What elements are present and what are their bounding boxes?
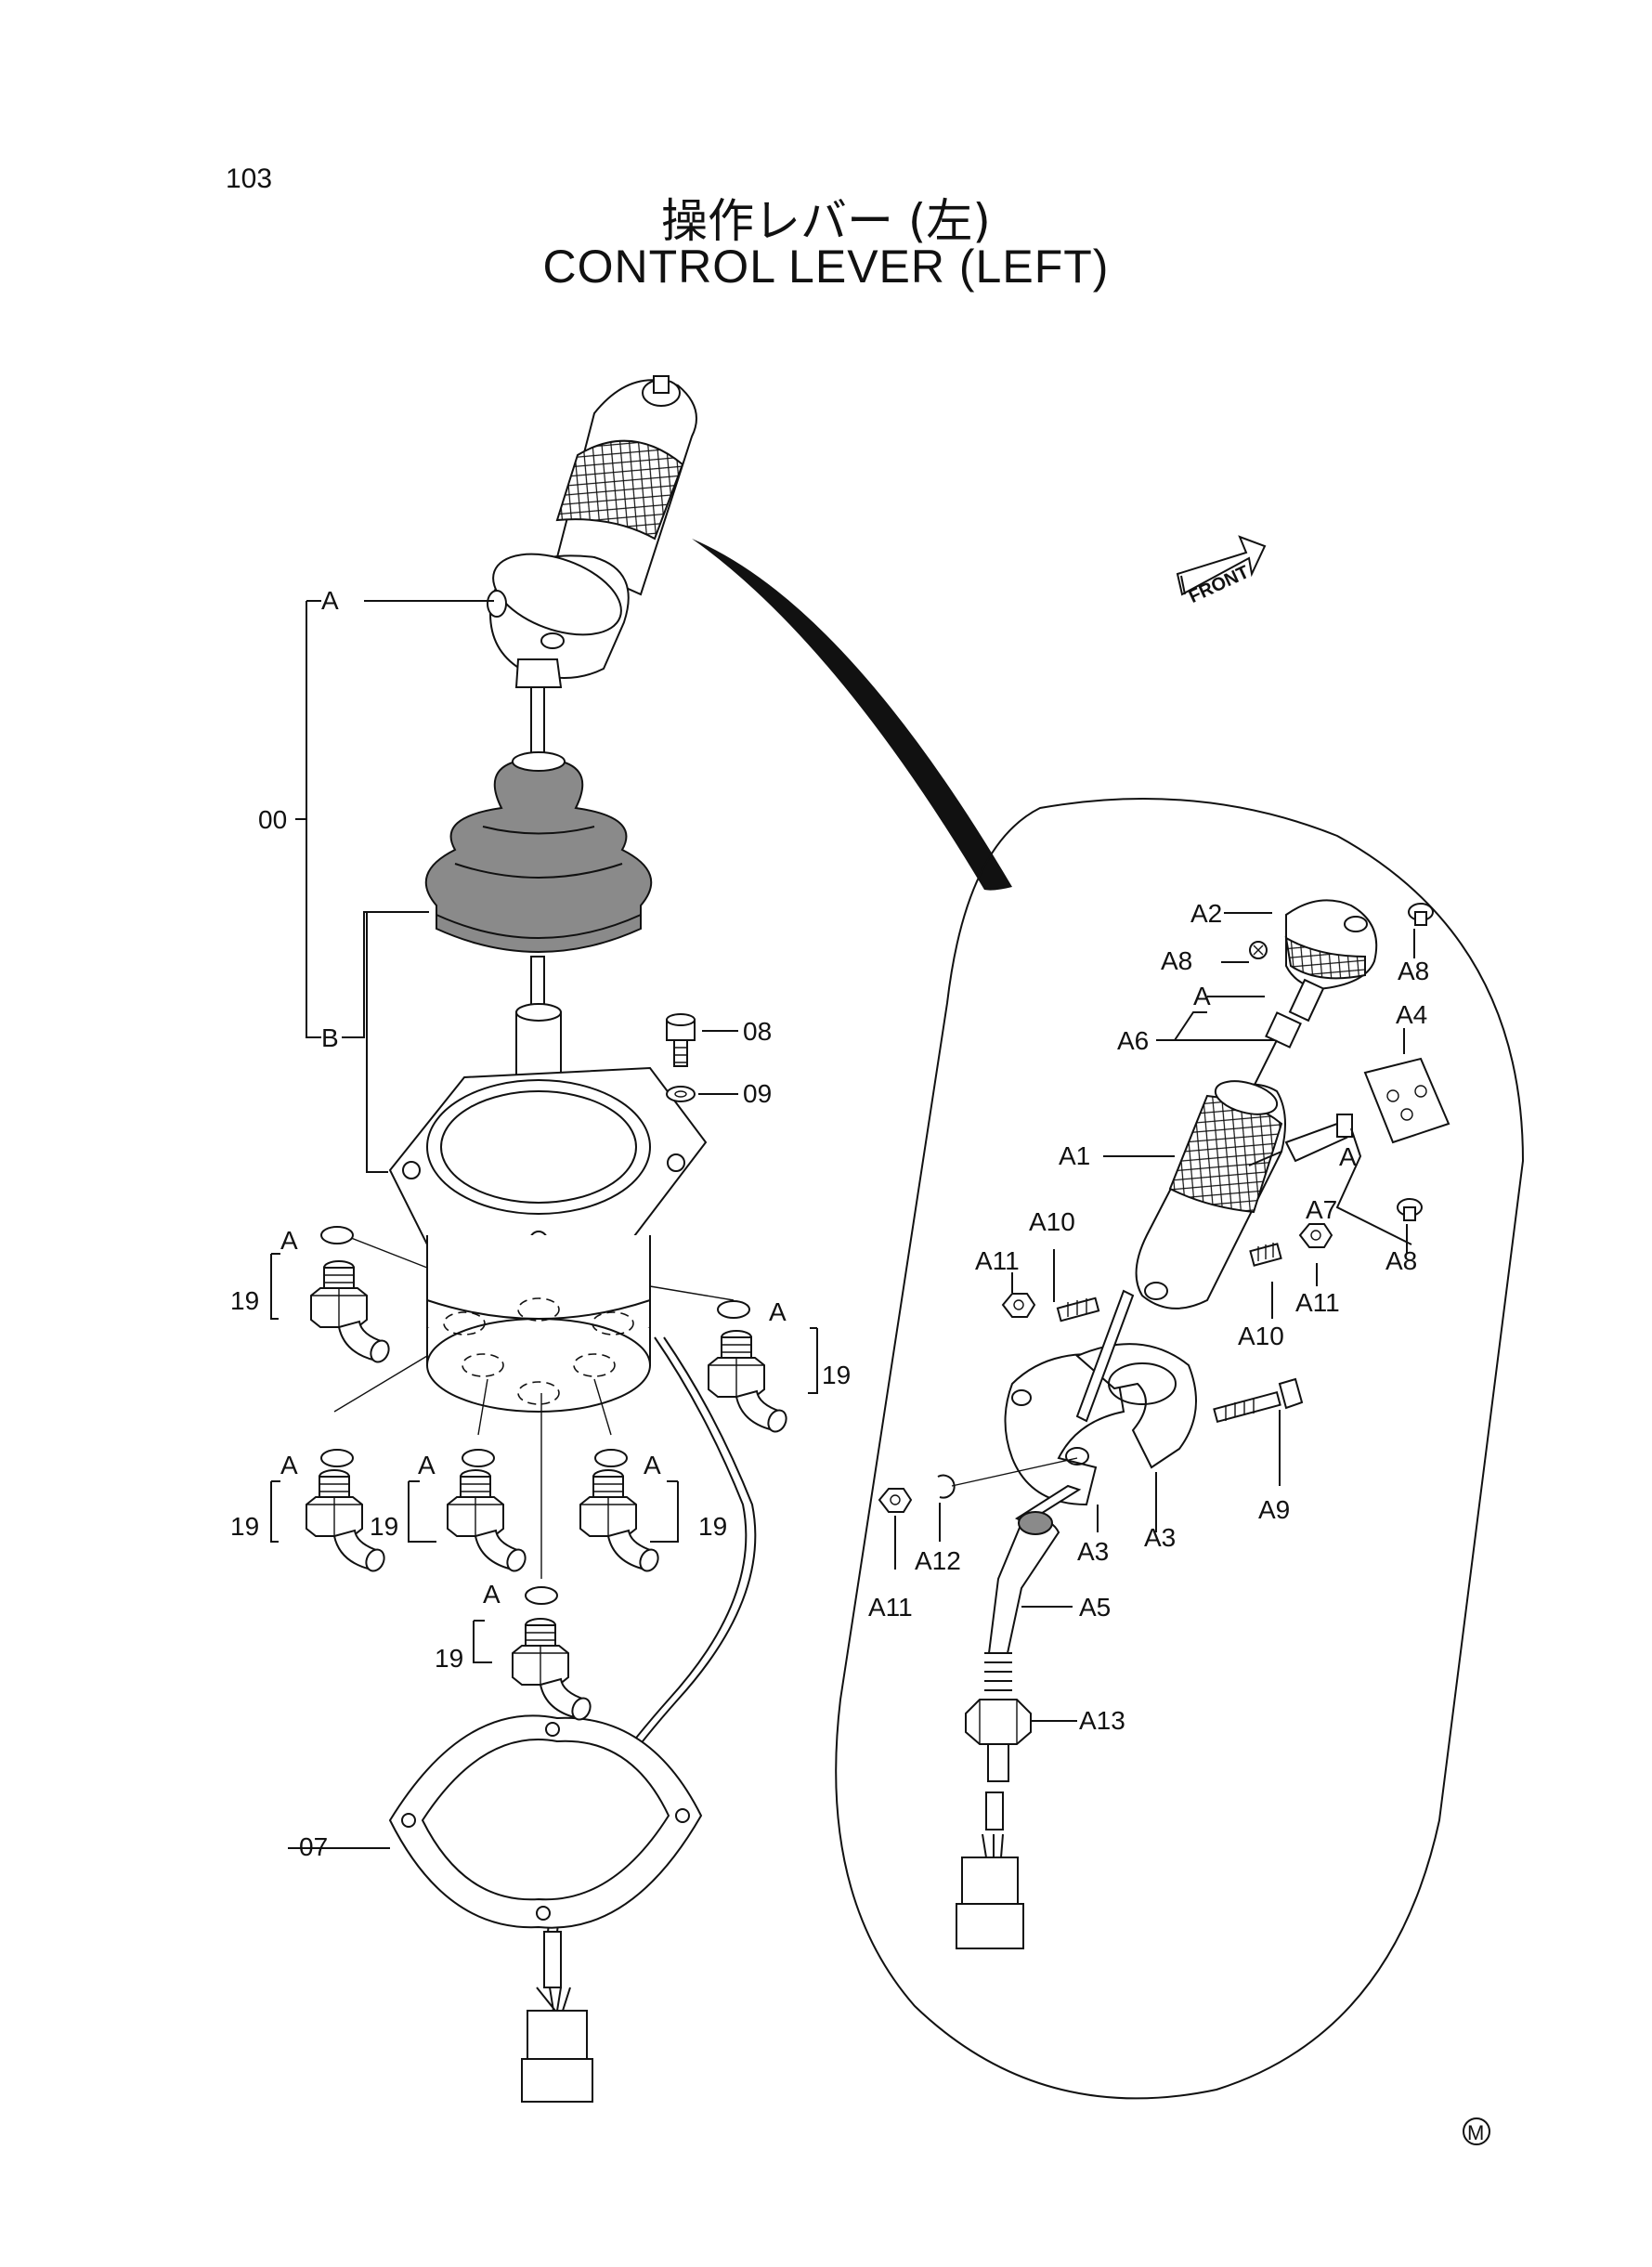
callout-a11-1: A11 [975, 1246, 1020, 1275]
snap-ring-a12 [937, 1474, 956, 1499]
callout-a11-2: A11 [1295, 1288, 1340, 1317]
o-ring-a-5 [594, 1449, 628, 1467]
title-english: CONTROL LEVER (LEFT) [542, 241, 1110, 293]
switch-a6 [1248, 978, 1325, 1097]
callout-a-fitting-6: A [483, 1580, 501, 1609]
callout-19-5: 19 [698, 1512, 727, 1541]
rubber-boot [424, 751, 653, 1013]
bolt-a9 [1213, 1377, 1304, 1424]
o-ring-a-1 [320, 1226, 354, 1244]
callout-07: 07 [299, 1832, 328, 1861]
nut-a11-2 [1298, 1223, 1333, 1248]
callout-a9: A9 [1258, 1495, 1290, 1524]
insert-plate-a4 [1363, 1057, 1450, 1144]
front-arrow [1176, 535, 1267, 596]
callout-a-fitting-3: A [280, 1451, 298, 1479]
detail-pill-outline [835, 798, 1525, 2100]
callout-a-fitting-5: A [644, 1451, 661, 1479]
page-number: 103 [226, 163, 273, 194]
screw-a8-3 [1397, 1198, 1423, 1221]
callout-00: 00 [258, 805, 287, 834]
set-screw-a10-1 [1056, 1296, 1100, 1322]
callout-a2: A2 [1190, 899, 1222, 928]
callout-19-4: 19 [370, 1512, 398, 1541]
nut-a11-3 [878, 1488, 913, 1513]
callout-19-3: 19 [230, 1512, 259, 1541]
title-japanese: 操作レバー (左) [661, 194, 991, 248]
lever-base-body [388, 1003, 708, 1413]
callout-b: B [321, 1023, 339, 1052]
callout-a3-2: A3 [1144, 1523, 1176, 1552]
callout-a10-2: A10 [1238, 1322, 1284, 1350]
hex-socket-bolt-08 [666, 1013, 696, 1067]
callout-a8-1: A8 [1161, 946, 1192, 975]
wire-harness-detail [956, 1743, 1024, 1949]
fitting-19-a [310, 1260, 394, 1366]
callout-19-6: 19 [435, 1644, 463, 1673]
nut-a13 [965, 1699, 1032, 1745]
callout-a-a7: A [1339, 1142, 1357, 1171]
callout-a4: A4 [1396, 1000, 1427, 1029]
callout-a12: A12 [915, 1546, 961, 1575]
leader-lines-left [270, 600, 818, 1849]
o-ring-a-4 [462, 1449, 495, 1467]
gasket-07 [388, 1714, 703, 1929]
screw-a8-2 [1408, 903, 1434, 926]
screw-a8-1 [1249, 941, 1268, 959]
callout-a: A [321, 586, 339, 615]
callout-a-fitting-1: A [280, 1226, 298, 1255]
fitting-19-d [447, 1469, 530, 1575]
callout-a6: A6 [1117, 1026, 1149, 1055]
set-screw-a10-2 [1249, 1243, 1282, 1267]
o-ring-a-3 [320, 1449, 354, 1467]
callout-a3-1: A3 [1077, 1537, 1109, 1566]
shaft-a5 [984, 1511, 1060, 1700]
callout-a-fitting-2: A [769, 1297, 787, 1326]
callout-19-1: 19 [230, 1286, 259, 1315]
maker-mark-circle [1463, 2117, 1490, 2145]
callout-a8-3: A8 [1385, 1246, 1417, 1275]
callout-a13: A13 [1079, 1706, 1125, 1735]
fitting-19-f [512, 1618, 595, 1724]
callout-a7: A7 [1306, 1195, 1337, 1224]
grip-a1 [1135, 1080, 1286, 1309]
callout-a-fitting-4: A [418, 1451, 436, 1479]
callout-09: 09 [743, 1079, 772, 1108]
callout-a8-2: A8 [1398, 957, 1429, 985]
switch-a7 [1248, 1114, 1353, 1166]
leader-lines-detail [894, 912, 1415, 1722]
fitting-19-b [708, 1330, 791, 1436]
nut-a11-1 [1001, 1293, 1036, 1318]
callout-a5: A5 [1079, 1593, 1111, 1622]
callout-19-2: 19 [822, 1361, 851, 1389]
knob-cap-a2 [1284, 899, 1378, 991]
detail-callout-pointer [692, 539, 1012, 891]
maker-mark: M [1467, 2121, 1484, 2144]
o-ring-a-2 [717, 1300, 750, 1319]
wire-harness-left [521, 1336, 757, 2103]
spring-washer-09 [666, 1086, 696, 1102]
callout-08: 08 [743, 1017, 772, 1046]
fitting-19-e [579, 1469, 663, 1575]
o-ring-a-6 [525, 1586, 558, 1605]
lever-grip-assembly [487, 375, 697, 762]
callout-a1: A1 [1059, 1141, 1090, 1170]
callout-labels: A 00 B 08 09 A 19 A 19 A 19 A 19 A 19 A … [230, 562, 1490, 2145]
callout-a-switch: A [1193, 982, 1211, 1010]
callout-a11-3: A11 [868, 1593, 913, 1622]
callout-a10-1: A10 [1029, 1207, 1075, 1236]
